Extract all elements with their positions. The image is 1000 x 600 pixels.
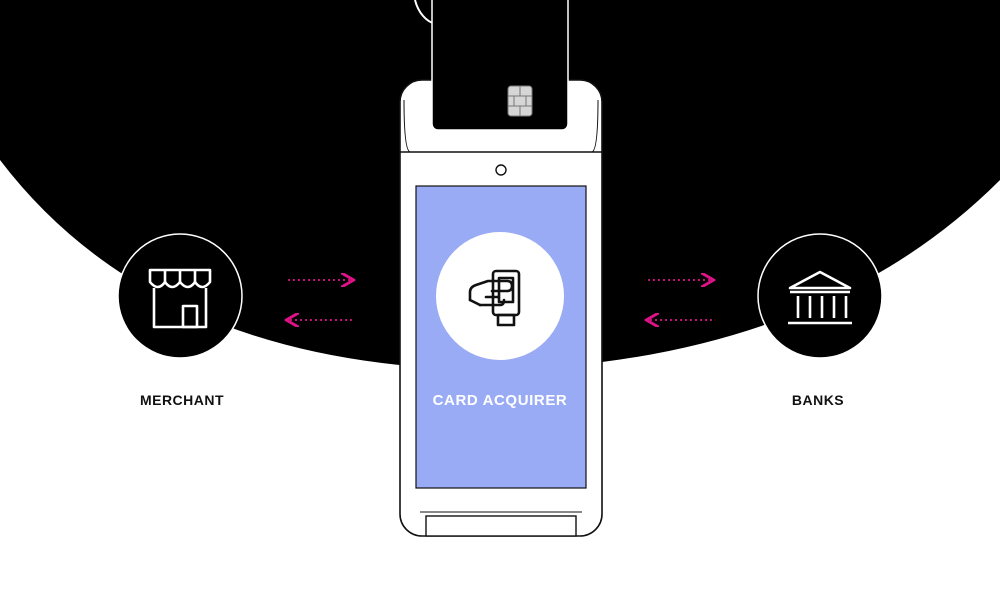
chip-card <box>431 0 569 131</box>
chip-card-icon <box>507 85 533 117</box>
banks-node-circle <box>757 233 883 359</box>
merchant-node-circle <box>117 233 243 359</box>
camera-icon <box>495 164 507 176</box>
storefront-icon <box>148 268 212 329</box>
card-slot <box>425 515 577 537</box>
bank-building-icon <box>788 270 852 325</box>
merchant-label: MERCHANT <box>139 392 225 408</box>
card-acquirer-label: CARD ACQUIRER <box>432 392 568 409</box>
card-tap-hand-icon <box>468 269 521 327</box>
banks-label: BANKS <box>791 392 845 408</box>
